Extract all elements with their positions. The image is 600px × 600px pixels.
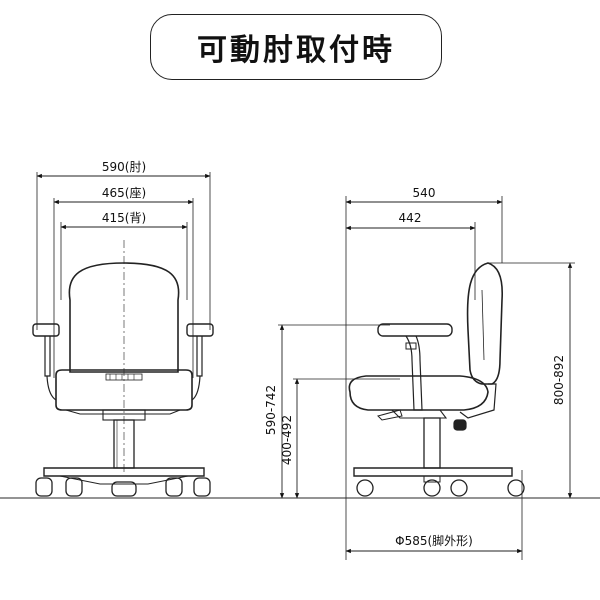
front-width-back-label: 415(背) [102,211,146,225]
front-view [32,172,214,497]
front-arm-left [32,323,60,337]
front-base [43,467,205,477]
diagram-title: 可動肘取付時 [197,33,395,68]
side-depth-total-label: 540 [413,186,436,200]
side-seat [348,375,489,411]
front-width-seat-label: 465(座) [102,185,146,200]
front-width-arm-label: 590(肘) [102,159,146,174]
side-gas-cylinder [423,417,441,469]
side-height-arm-label: 590-742 [264,385,278,435]
front-lever [105,373,143,381]
title-box: 可動肘取付時 [150,14,442,80]
side-base [353,467,513,477]
side-height-seat-label: 400-492 [280,415,294,465]
side-arm-post [405,335,423,411]
side-backrest [466,262,504,385]
side-arm-pad [377,323,453,337]
front-arm-right [186,323,214,337]
front-seat [55,369,193,411]
side-base-diameter-label: Φ585(脚外形) [395,533,473,548]
side-depth-seat-label: 442 [399,211,422,225]
front-backrest [68,262,180,373]
side-view [278,196,575,560]
side-height-total-label: 800-892 [552,355,566,405]
